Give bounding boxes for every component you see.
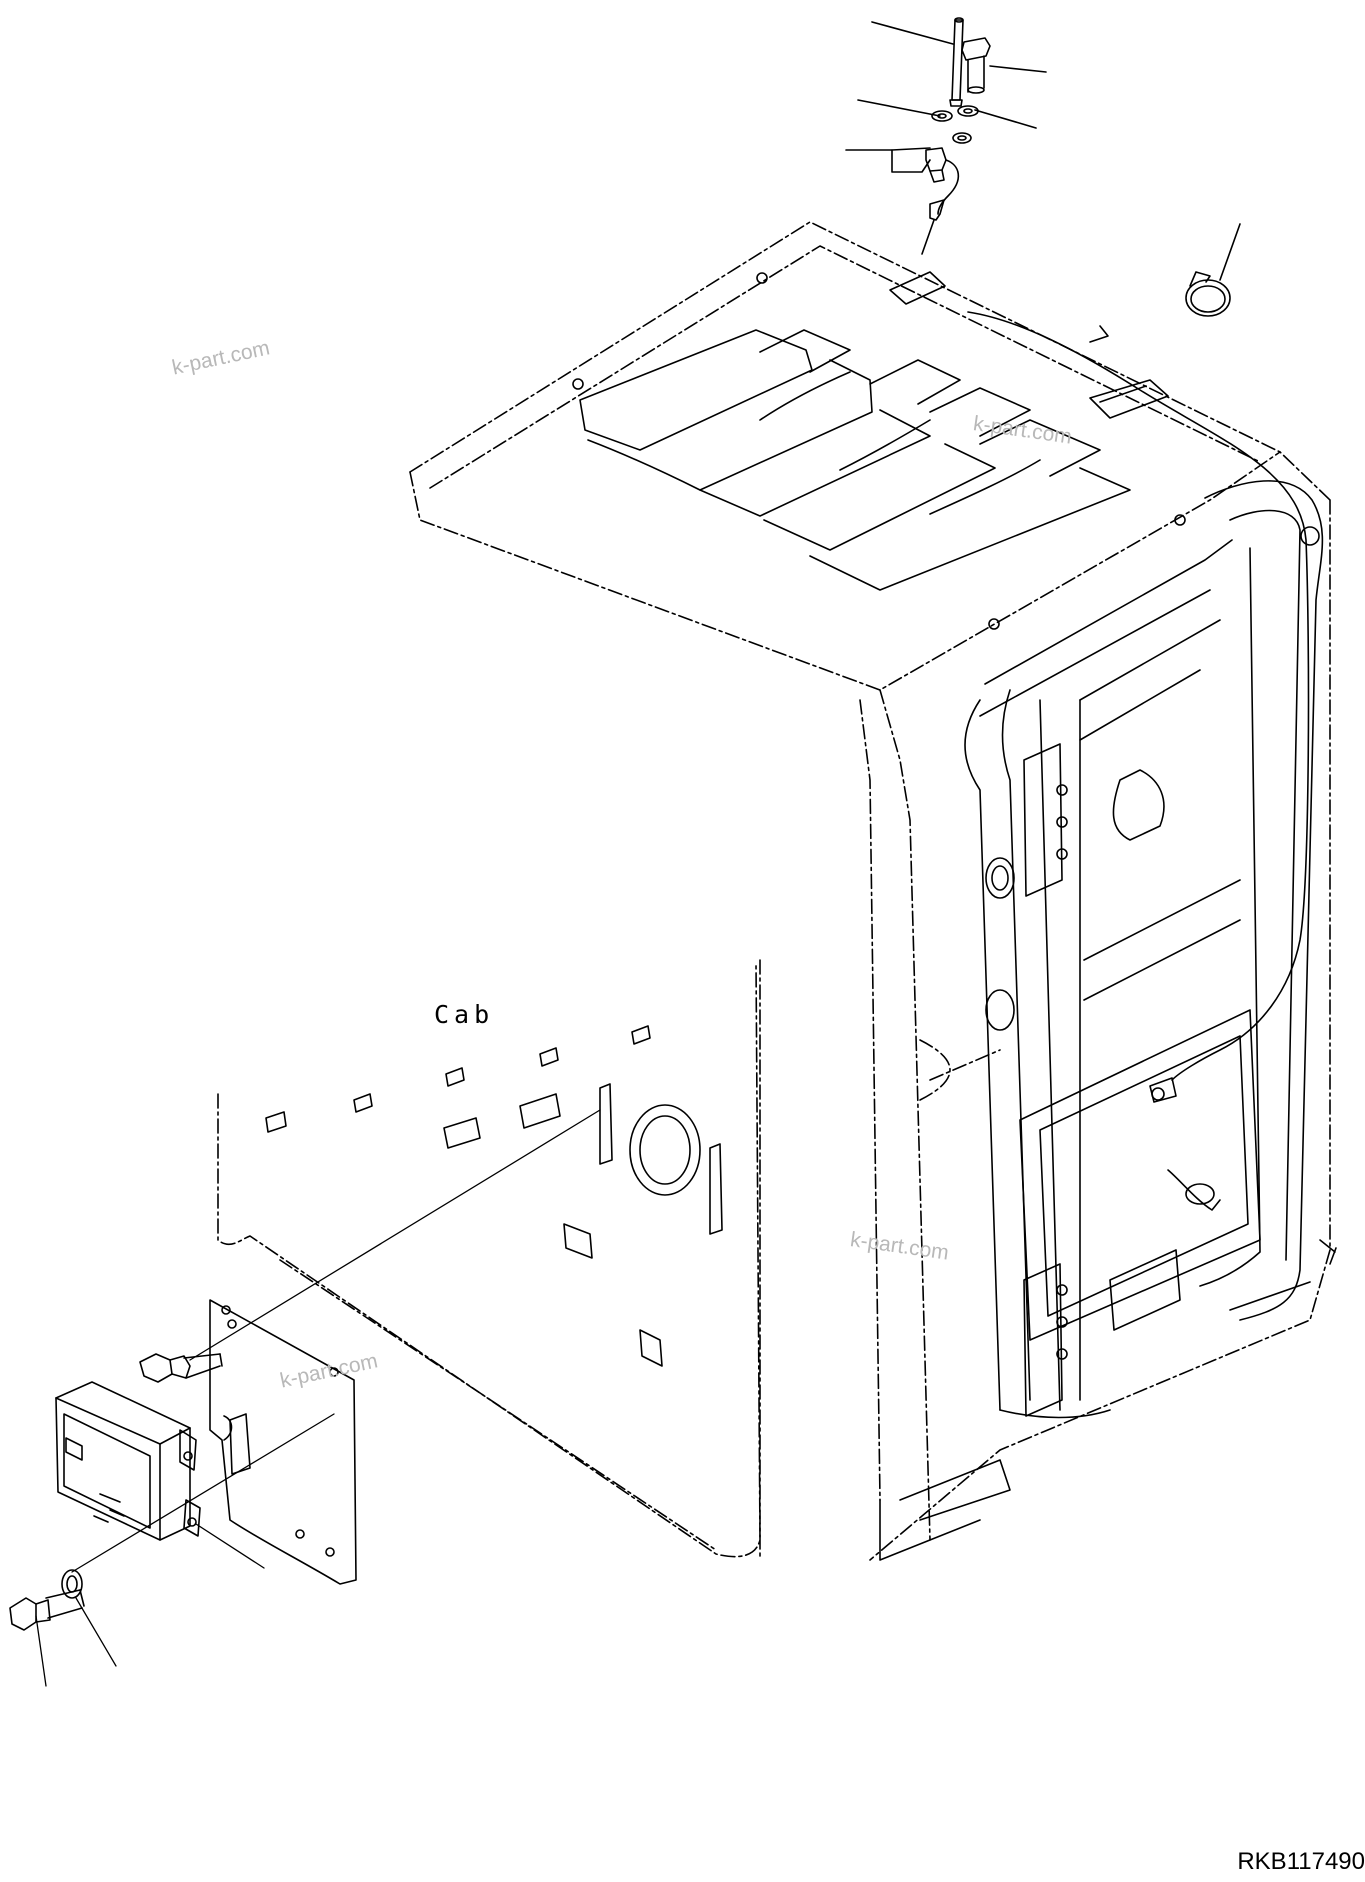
cab-frame xyxy=(879,480,1337,1561)
rear-panel xyxy=(217,961,761,1558)
controller-unit xyxy=(55,1381,201,1541)
cab-roof-panels xyxy=(572,271,1320,630)
bolt-lower xyxy=(9,1589,85,1631)
hose-clamp xyxy=(1185,223,1241,317)
drawing-code: RKB117490 xyxy=(1237,1848,1365,1875)
antenna-cable xyxy=(967,311,1310,1103)
mounting-bracket xyxy=(209,1299,357,1585)
washer xyxy=(61,1569,83,1599)
cab-dashed-outline xyxy=(759,499,1331,1561)
antenna-assembly xyxy=(845,17,1047,255)
cab-roof xyxy=(409,221,1331,691)
rear-panel-clips xyxy=(265,1025,723,1367)
bolt-upper xyxy=(139,1353,223,1383)
assembly-lines xyxy=(35,1109,601,1687)
section-label: Cab xyxy=(434,1000,495,1029)
